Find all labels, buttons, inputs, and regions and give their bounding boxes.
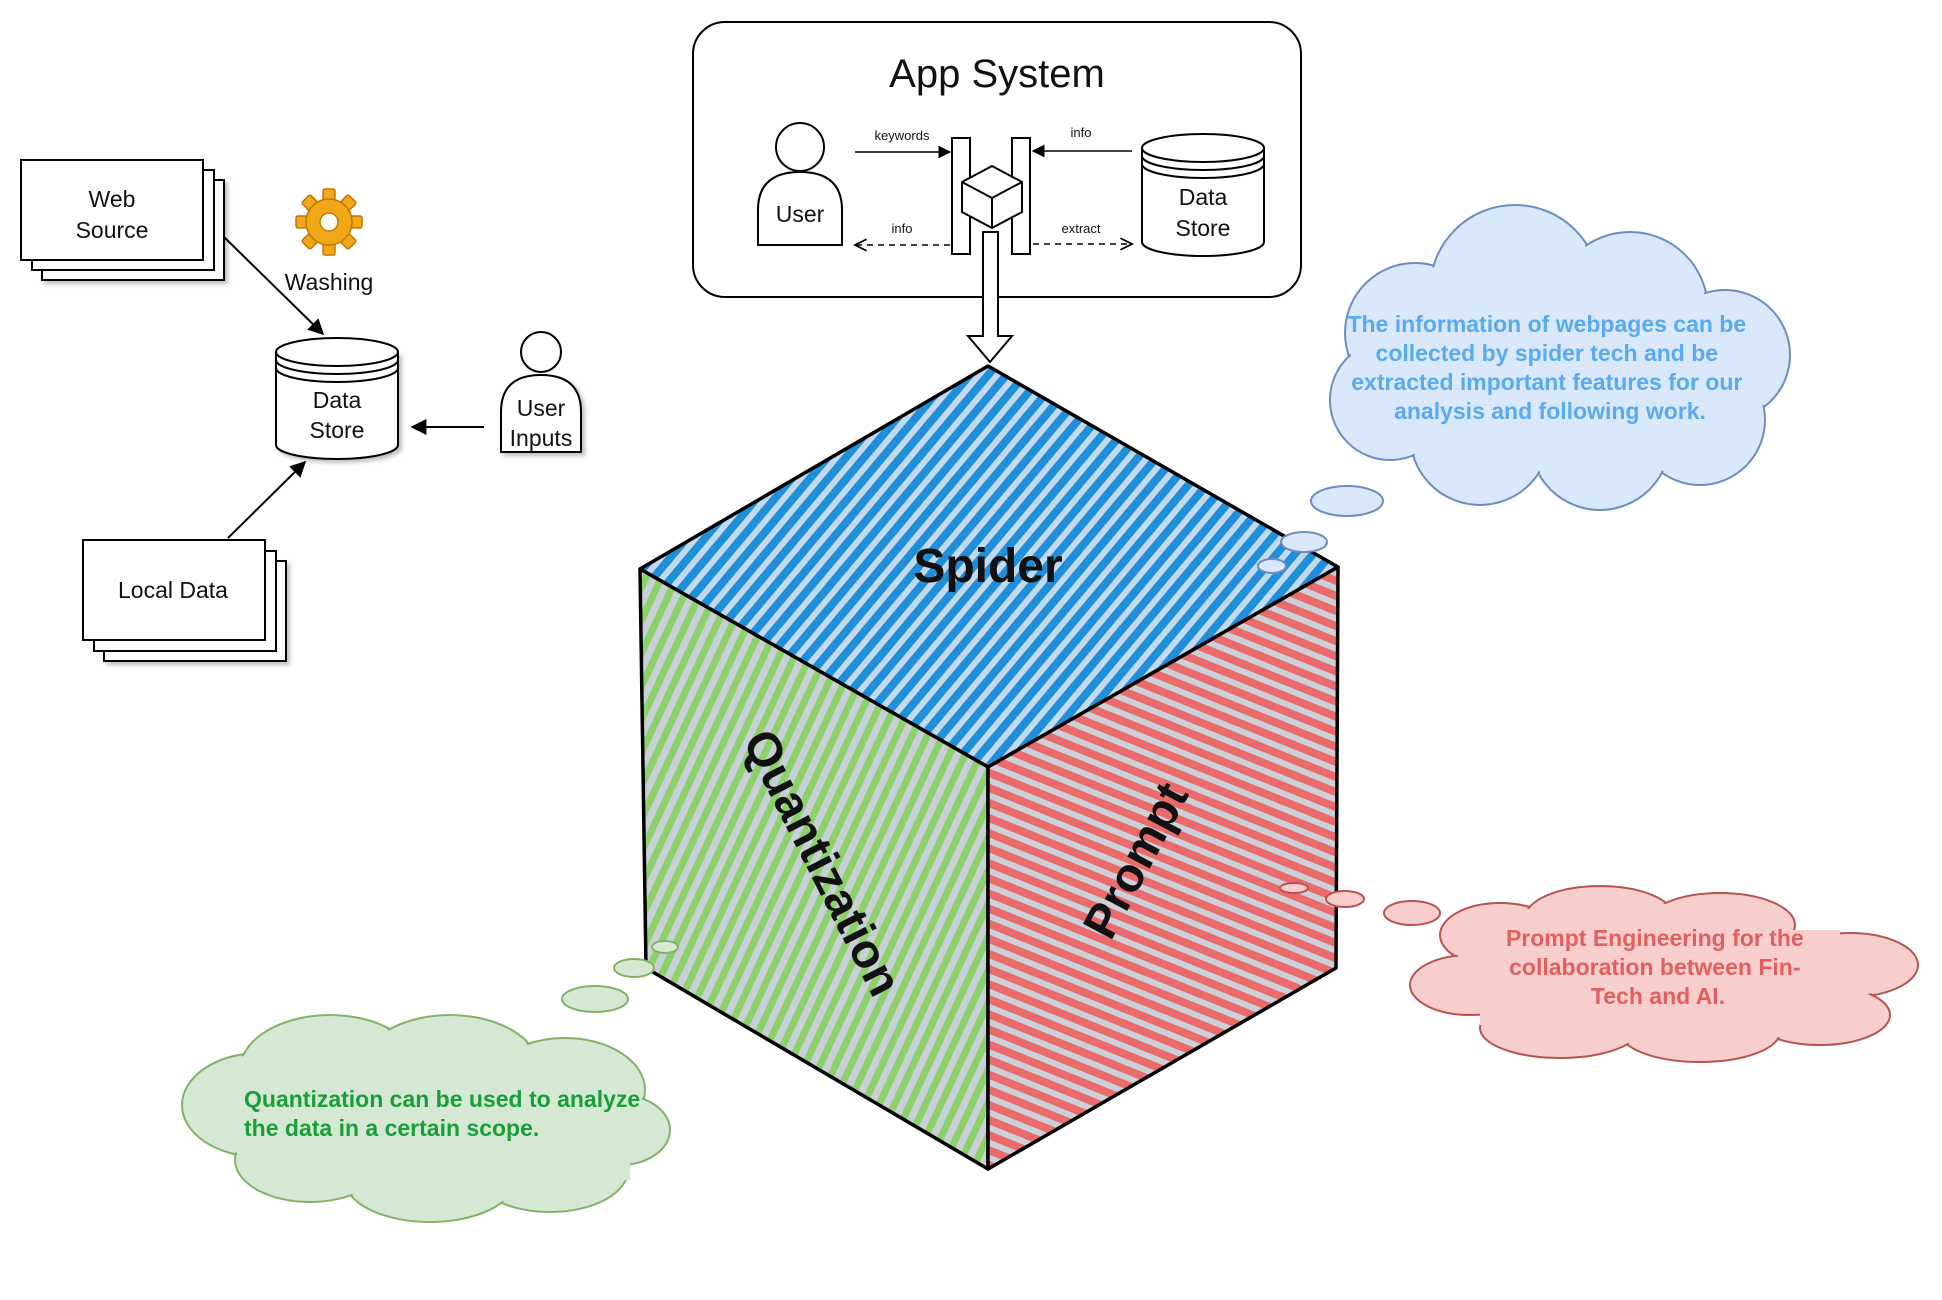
cube: Spider Quantization Prompt — [638, 364, 1340, 1171]
pipeline-data-store-label-1: Data — [313, 387, 362, 413]
app-to-cube-arrow — [965, 231, 1015, 364]
local-data-label: Local Data — [118, 577, 228, 603]
prompt-thought-cloud: Prompt Engineering for the collaboration… — [1279, 882, 1919, 1063]
spider-thought-cloud: The information of webpages can be colle… — [1257, 204, 1791, 574]
spider-cloud-line-1: The information of webpages can be — [1347, 311, 1746, 337]
cube-icon — [961, 164, 1023, 230]
user-inputs-label-2: Inputs — [510, 425, 573, 451]
app-user-label: User — [776, 201, 825, 227]
info-in-edge-label: info — [1071, 125, 1092, 140]
app-data-store-label-2: Store — [1176, 215, 1231, 241]
gear-icon — [295, 188, 363, 256]
quantization-thought-cloud: Quantization can be used to analyze the … — [181, 940, 679, 1223]
web-source-stack[interactable]: Web Source — [20, 159, 225, 281]
prompt-cloud-line-2: collaboration between Fin- — [1509, 954, 1800, 980]
app-data-store[interactable]: Data Store — [1141, 133, 1265, 257]
extract-edge-label: extract — [1061, 221, 1100, 236]
cube-top-label: Spider — [913, 540, 1062, 593]
keywords-edge-label: keywords — [875, 128, 930, 143]
app-processor[interactable] — [951, 137, 1031, 255]
info-out-edge-label: info — [892, 221, 913, 236]
washing-label: Washing — [285, 269, 374, 295]
cube-right-face[interactable] — [986, 565, 1340, 1171]
svg-text:The information of webpages ca: The information of webpages can be colle… — [1347, 311, 1752, 424]
web-to-store-arrow — [223, 236, 325, 336]
pipeline-data-store[interactable]: Data Store — [275, 337, 399, 460]
quantization-cloud-line-2: the data in a certain scope. — [244, 1115, 539, 1141]
local-to-store-arrow — [227, 460, 307, 539]
spider-cloud-line-4: analysis and following work. — [1394, 398, 1706, 424]
user-inputs-label-1: User — [517, 395, 566, 421]
spider-cloud-line-2: collected by spider tech and be — [1376, 340, 1719, 366]
app-data-store-label-1: Data — [1179, 184, 1228, 210]
app-user-actor[interactable]: User — [757, 122, 843, 246]
prompt-cloud-line-3: Tech and AI. — [1591, 983, 1725, 1009]
svg-text:Quantization can be used to an: Quantization can be used to analyze the … — [244, 1086, 647, 1141]
web-source-label-1: Web — [89, 186, 136, 212]
user-inputs-actor[interactable]: User Inputs — [500, 331, 582, 453]
quantization-cloud-line-1: Quantization can be used to analyze — [244, 1086, 640, 1112]
app-system-title: App System — [889, 52, 1105, 96]
prompt-cloud-line-1: Prompt Engineering for the — [1506, 925, 1804, 951]
svg-text:Prompt Engineering for the: Prompt Engineering for the collaboration… — [1506, 925, 1810, 1009]
app-system-panel: App System User Data Store keywords — [692, 21, 1302, 298]
web-source-label-2: Source — [76, 217, 149, 243]
pipeline-data-store-label-2: Store — [310, 417, 365, 443]
local-data-stack[interactable]: Local Data — [82, 539, 287, 662]
spider-cloud-line-3: extracted important features for our — [1351, 369, 1742, 395]
